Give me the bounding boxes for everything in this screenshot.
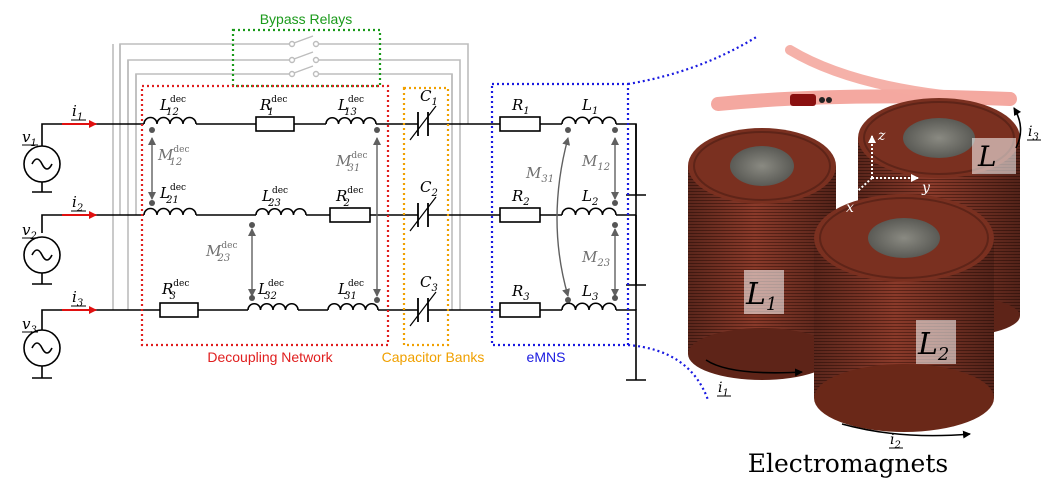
label-C3: C3 [420, 273, 438, 294]
resistor-R1 [499, 116, 541, 132]
resistor-R3dec [159, 302, 199, 318]
emns-label: eMNS [527, 349, 566, 365]
i2-label: i2 [72, 193, 83, 214]
resistor-R2dec [329, 207, 371, 223]
i3-label: i3 [72, 288, 83, 309]
inductor-L23dec [255, 207, 307, 216]
label-R3: R3 [511, 282, 530, 303]
resistor-R3 [499, 302, 541, 318]
coil-label-L: L [977, 140, 997, 173]
resistor-R1dec [255, 116, 295, 132]
bypass-label: Bypass Relays [260, 11, 353, 27]
axis-x: x [846, 200, 854, 216]
v2-label: v2 [22, 221, 37, 242]
label-C2: C2 [420, 178, 438, 199]
bypass-box [231, 28, 382, 88]
relay-switches [288, 35, 320, 78]
inductor-L21dec [143, 207, 197, 216]
zoom-line-top [627, 35, 759, 86]
coil-current-i1: i1 [718, 380, 729, 399]
current-arrow-i2 [841, 423, 971, 439]
electromagnets-caption: Electromagnets [748, 449, 948, 478]
inductor-L2 [561, 207, 617, 216]
electromagnets-illustration: L1 L2 L z y x i1 i2 i3 Electromagnets [688, 45, 1041, 478]
label-L2: L2 [581, 187, 598, 208]
coil-current-i3: i3 [1028, 124, 1039, 143]
current-arrows [62, 120, 97, 314]
i1-label: i1 [72, 102, 83, 123]
inductor-L13dec [325, 116, 377, 125]
inductor-L3 [561, 302, 617, 311]
current-arrow-i1 [705, 359, 803, 377]
mutual-couplings [148, 137, 619, 297]
decoupling-box [140, 84, 390, 347]
label-M31: M31 [525, 164, 554, 185]
coil-L2 [814, 194, 994, 432]
label-R1: R1 [511, 96, 530, 117]
label-L3: L3 [581, 282, 598, 303]
label-M23: M23 [581, 248, 610, 269]
axis-z: z [877, 128, 886, 144]
coil-current-i2: i2 [890, 432, 901, 451]
voltage-sources [23, 145, 61, 367]
label-L1: L1 [581, 96, 598, 117]
resistor-R2 [499, 207, 541, 223]
catheter-tip [790, 94, 816, 106]
resistors [159, 116, 541, 318]
v3-label: v3 [22, 315, 37, 336]
capacitor-box [402, 86, 450, 347]
capacitor-label: Capacitor Banks [382, 349, 485, 365]
coil-label-L1: L1 [745, 277, 777, 315]
v1-label: v1 [22, 128, 37, 149]
coupling-dots [149, 127, 618, 303]
axes-icon [849, 135, 919, 199]
label-R2: R2 [511, 187, 530, 208]
bypass-wires [112, 43, 469, 310]
current-arrow-i3 [1013, 107, 1022, 149]
decoupling-label: Decoupling Network [207, 349, 333, 365]
group-boxes [140, 28, 630, 347]
inductor-L31dec [327, 302, 379, 311]
coil-L1 [688, 128, 836, 380]
label-C1: C1 [420, 87, 438, 108]
axis-y: y [921, 180, 931, 196]
inductor-L12dec [143, 116, 197, 125]
inductors [143, 116, 617, 311]
inductor-L1 [561, 116, 617, 125]
emns-box [490, 82, 630, 347]
label-M12: M12 [581, 152, 610, 173]
inductor-L32dec [247, 302, 299, 311]
capacitors [409, 105, 437, 327]
coil-label-L2: L2 [917, 327, 949, 365]
source-labels: v1 v2 v3 i1 i2 i3 [22, 102, 86, 336]
